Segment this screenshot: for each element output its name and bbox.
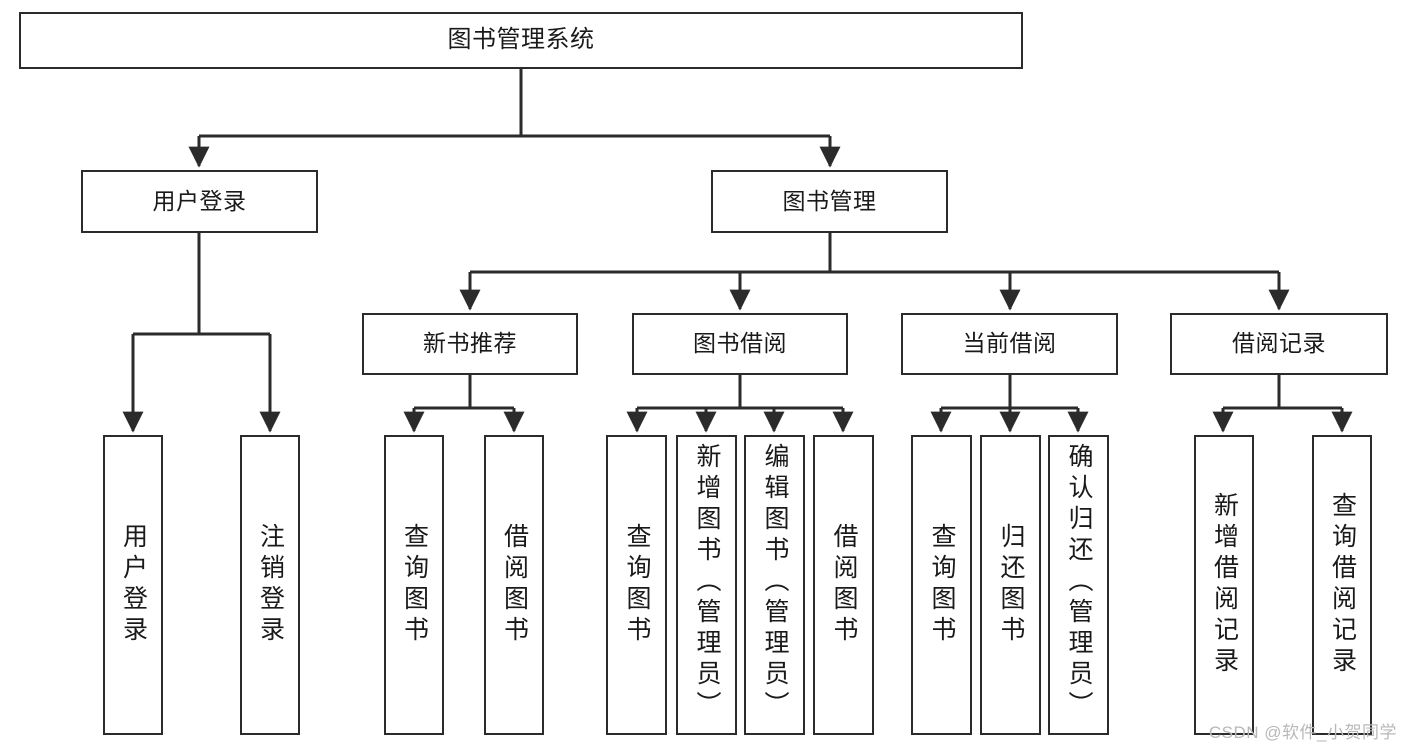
leaf-query-borrow-record[interactable]: 查询借阅记录 [1312,435,1372,735]
node-label: 查询图书 [928,523,956,647]
leaf-edit-book-admin[interactable]: 编辑图书（管理员） [744,435,805,735]
leaf-confirm-return-admin[interactable]: 确认归还（管理员） [1048,435,1109,735]
node-label: 查询图书 [623,523,651,647]
node-new-book-recommendation[interactable]: 新书推荐 [362,313,578,375]
node-label: 新书推荐 [423,330,517,357]
node-label: 新增图书（管理员） [693,443,721,722]
node-label: 新增借阅记录 [1210,492,1239,678]
node-user-login[interactable]: 用户登录 [81,170,318,233]
leaf-query-books-borrow[interactable]: 查询图书 [606,435,667,735]
leaf-query-books-recommend[interactable]: 查询图书 [384,435,444,735]
node-borrowing-record[interactable]: 借阅记录 [1170,313,1388,375]
leaf-query-books-current[interactable]: 查询图书 [911,435,972,735]
leaf-borrow-books-recommend[interactable]: 借阅图书 [484,435,544,735]
node-label: 图书借阅 [693,330,787,357]
leaf-return-books[interactable]: 归还图书 [980,435,1041,735]
leaf-add-borrow-record[interactable]: 新增借阅记录 [1194,435,1254,735]
node-label: 借阅图书 [830,523,858,647]
node-label: 查询借阅记录 [1328,492,1357,678]
node-label: 归还图书 [997,523,1025,647]
node-label: 用户登录 [119,523,148,647]
node-label: 图书管理系统 [447,26,595,54]
node-label: 当前借阅 [962,330,1057,357]
leaf-logout[interactable]: 注销登录 [240,435,300,735]
node-label: 查询图书 [400,523,429,647]
node-label: 注销登录 [256,523,285,647]
node-label: 编辑图书（管理员） [761,443,789,722]
node-book-management[interactable]: 图书管理 [711,170,948,233]
node-label: 图书管理 [782,187,877,214]
node-current-borrowing[interactable]: 当前借阅 [901,313,1118,375]
node-label: 借阅图书 [500,523,529,647]
node-label: 借阅记录 [1232,330,1326,357]
leaf-borrow-books[interactable]: 借阅图书 [813,435,874,735]
csdn-watermark: CSDN @软件_小贺同学 [1208,723,1397,742]
node-root-book-management-system[interactable]: 图书管理系统 [19,12,1023,69]
node-label: 确认归还（管理员） [1065,443,1093,722]
leaf-add-book-admin[interactable]: 新增图书（管理员） [676,435,737,735]
leaf-user-login[interactable]: 用户登录 [103,435,163,735]
node-label: 用户登录 [152,187,247,214]
node-book-borrowing[interactable]: 图书借阅 [632,313,848,375]
